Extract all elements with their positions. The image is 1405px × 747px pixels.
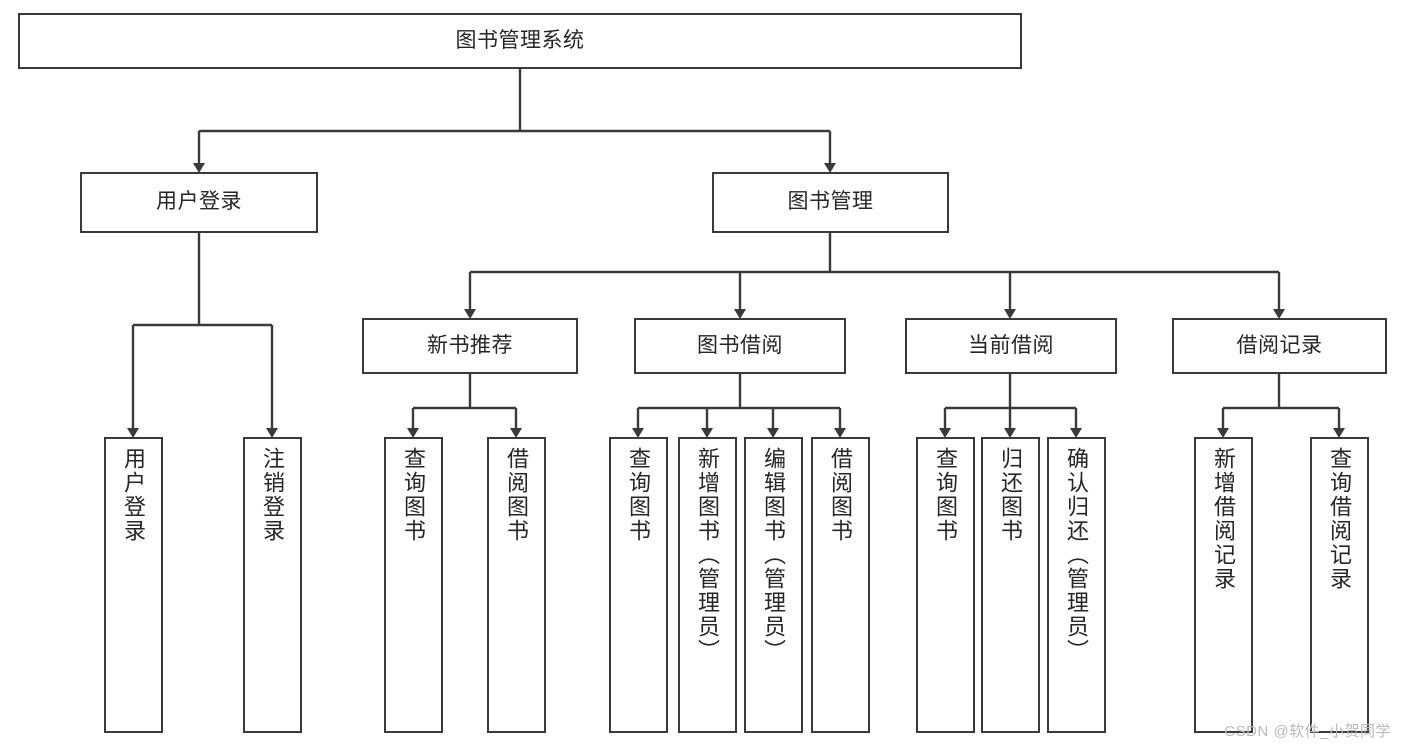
node-borrowing-records[interactable]: 借阅记录 — [1172, 318, 1387, 374]
node-label: 用户登录 — [156, 190, 242, 214]
leaf-query-books-recommend[interactable]: 查询图书 — [384, 437, 443, 733]
node-label: 新增图书（管理员） — [695, 447, 721, 663]
node-book-borrowing[interactable]: 图书借阅 — [634, 318, 846, 374]
node-label: 编辑图书（管理员） — [761, 447, 787, 663]
node-label: 注销登录 — [260, 447, 286, 543]
node-label: 查询图书 — [401, 447, 427, 543]
node-label: 用户登录 — [121, 447, 147, 543]
node-label: 查询借阅记录 — [1327, 447, 1353, 591]
node-label: 图书管理系统 — [455, 28, 585, 52]
leaf-return-books[interactable]: 归还图书 — [981, 437, 1040, 733]
leaf-edit-book-admin[interactable]: 编辑图书（管理员） — [744, 437, 803, 733]
node-label: 图书借阅 — [697, 333, 783, 357]
leaf-borrow-books[interactable]: 借阅图书 — [811, 437, 870, 733]
leaf-logout[interactable]: 注销登录 — [243, 437, 302, 733]
node-label: 查询图书 — [933, 447, 959, 543]
leaf-confirm-return-admin[interactable]: 确认归还（管理员） — [1047, 437, 1106, 733]
leaf-borrow-books-recommend[interactable]: 借阅图书 — [487, 437, 546, 733]
node-label: 借阅图书 — [828, 447, 854, 543]
node-root-library-management-system[interactable]: 图书管理系统 — [18, 13, 1022, 69]
csdn-watermark: CSDN @软件_小贺同学 — [1224, 723, 1391, 740]
node-new-book-recommendation[interactable]: 新书推荐 — [362, 318, 578, 374]
leaf-user-login[interactable]: 用户登录 — [104, 437, 163, 733]
node-label: 新增借阅记录 — [1211, 447, 1237, 591]
node-label: 新书推荐 — [427, 333, 513, 357]
node-label: 借阅记录 — [1236, 333, 1323, 357]
leaf-query-borrow-record[interactable]: 查询借阅记录 — [1310, 437, 1369, 733]
node-user-login[interactable]: 用户登录 — [80, 172, 318, 233]
leaf-add-book-admin[interactable]: 新增图书（管理员） — [678, 437, 737, 733]
node-label: 确认归还（管理员） — [1064, 447, 1090, 663]
node-label: 图书管理 — [787, 190, 874, 214]
node-label: 当前借阅 — [968, 333, 1054, 357]
leaf-query-books-current[interactable]: 查询图书 — [916, 437, 975, 733]
node-label: 借阅图书 — [504, 447, 530, 543]
node-label: 归还图书 — [998, 447, 1024, 543]
leaf-add-borrow-record[interactable]: 新增借阅记录 — [1194, 437, 1253, 733]
leaf-query-books-borrow[interactable]: 查询图书 — [609, 437, 668, 733]
node-book-management[interactable]: 图书管理 — [712, 172, 949, 233]
node-current-borrowing[interactable]: 当前借阅 — [905, 318, 1117, 374]
node-label: 查询图书 — [626, 447, 652, 543]
